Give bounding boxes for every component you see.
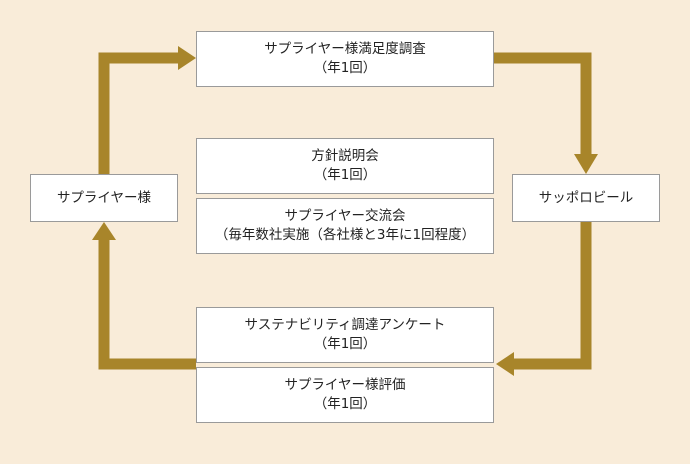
satisfaction-survey-box: サプライヤー様満足度調査 （年1回） <box>196 31 494 87</box>
arrow-head-survey <box>178 46 196 70</box>
arrow-survey-to-sapporo <box>494 52 592 156</box>
arrow-head-evaluation <box>496 352 514 376</box>
supplier-node: サプライヤー様 <box>30 174 178 222</box>
arrow-supplier-to-survey <box>98 52 180 174</box>
supplier-exchange-box: サプライヤー交流会 （毎年数社実施（各社様と3年に1回程度） <box>196 198 494 254</box>
supplier-exchange-title: サプライヤー交流会 <box>284 208 406 224</box>
policy-briefing-title: 方針説明会 <box>311 148 379 164</box>
policy-briefing-box: 方針説明会 （年1回） <box>196 138 494 194</box>
arrow-sapporo-to-evaluation <box>512 222 592 370</box>
policy-briefing-freq: （年1回） <box>313 167 377 183</box>
satisfaction-survey-title: サプライヤー様満足度調査 <box>264 41 426 57</box>
sapporo-label: サッポロビール <box>538 189 634 206</box>
sustainability-questionnaire-title: サステナビリティ調達アンケート <box>244 317 446 333</box>
sustainability-questionnaire-freq: （年1回） <box>313 336 377 352</box>
supplier-evaluation-title: サプライヤー様評価 <box>284 377 406 393</box>
supplier-exchange-freq: （毎年数社実施（各社様と3年に1回程度） <box>214 227 476 243</box>
arrow-head-sapporo <box>574 154 598 174</box>
supplier-evaluation-freq: （年1回） <box>313 396 377 412</box>
sapporo-node: サッポロビール <box>512 174 660 222</box>
arrow-head-supplier <box>92 222 116 240</box>
sustainability-questionnaire-box: サステナビリティ調達アンケート （年1回） <box>196 307 494 363</box>
arrow-evaluation-to-supplier <box>98 238 196 370</box>
supplier-label: サプライヤー様 <box>56 189 152 206</box>
supplier-evaluation-box: サプライヤー様評価 （年1回） <box>196 367 494 423</box>
satisfaction-survey-freq: （年1回） <box>313 60 377 76</box>
